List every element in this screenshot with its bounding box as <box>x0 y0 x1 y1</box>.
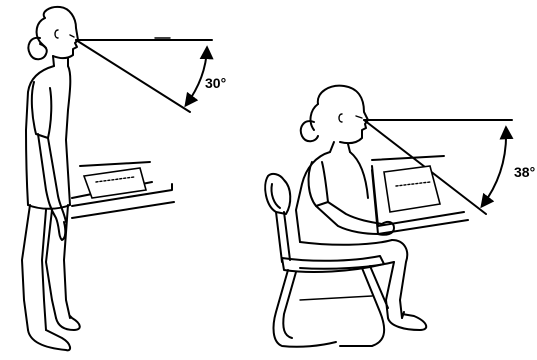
standing-angle-label: 30° <box>205 75 226 91</box>
chair <box>265 174 388 347</box>
standing-desk <box>72 162 174 218</box>
seated-angle-arc <box>482 128 506 206</box>
standing-angle-arc <box>186 48 207 105</box>
standing-figure <box>22 7 80 350</box>
seated-angle-label: 38° <box>514 164 535 180</box>
document-sheet <box>84 168 146 198</box>
declined-sightline <box>76 40 190 112</box>
document-sheet <box>384 166 440 212</box>
standing-sightlines: 30° <box>76 38 226 112</box>
